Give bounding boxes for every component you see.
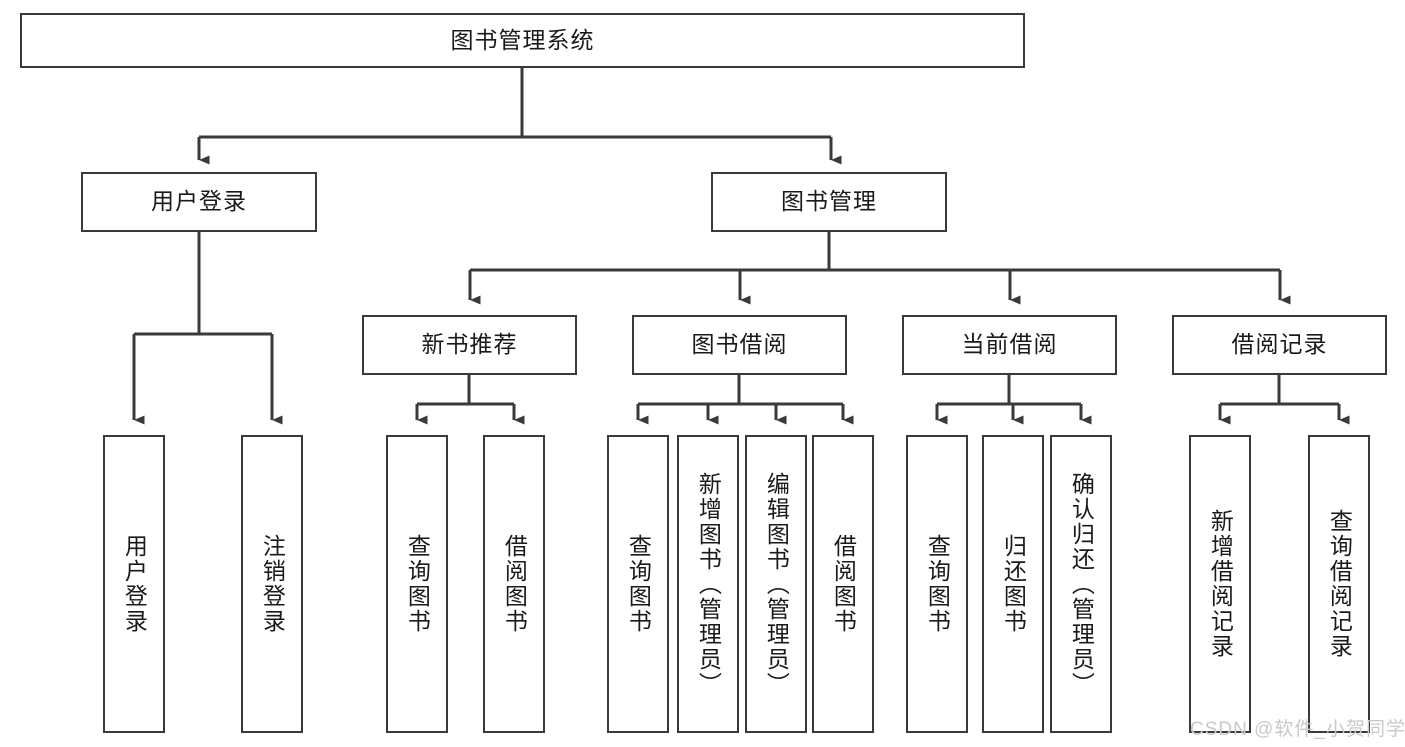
leaf-confirm-return-admin[interactable]: 确认归还（管理员） xyxy=(1050,435,1112,733)
edge-group-user-login xyxy=(132,232,283,425)
leaf-user-login-label: 用户登录 xyxy=(121,534,148,634)
node-current-borrow[interactable]: 当前借阅 xyxy=(902,315,1117,375)
leaf-query-book-recommend-label: 查询图书 xyxy=(404,534,431,634)
leaf-query-borrow-record-label: 查询借阅记录 xyxy=(1326,509,1353,659)
leaf-logout-login-label: 注销登录 xyxy=(259,534,286,634)
leaf-query-borrow-record[interactable]: 查询借阅记录 xyxy=(1308,435,1370,733)
leaf-add-book-admin-label: 新增图书（管理员） xyxy=(695,471,722,697)
edge-group-book-manage xyxy=(468,232,1291,305)
edge-group-borrow-record xyxy=(1218,375,1350,425)
leaf-query-book-current-label: 查询图书 xyxy=(924,534,951,634)
edge-group-new-book-rec xyxy=(415,375,525,425)
node-root[interactable]: 图书管理系统 xyxy=(20,13,1025,68)
leaf-logout-login[interactable]: 注销登录 xyxy=(241,435,303,733)
node-user-login-label: 用户登录 xyxy=(151,188,247,215)
leaf-return-book-label: 归还图书 xyxy=(1000,534,1027,634)
edge-group-root xyxy=(197,68,842,165)
leaf-borrow-book-label: 借阅图书 xyxy=(830,534,857,634)
node-book-manage-label: 图书管理 xyxy=(781,188,877,215)
node-book-borrow[interactable]: 图书借阅 xyxy=(632,315,847,375)
leaf-return-book[interactable]: 归还图书 xyxy=(982,435,1044,733)
node-new-book-recommend[interactable]: 新书推荐 xyxy=(362,315,577,375)
leaf-query-book-borrow[interactable]: 查询图书 xyxy=(607,435,669,733)
edge-group-current-borrow xyxy=(935,375,1092,425)
edge-group-book-borrow xyxy=(636,375,854,425)
node-current-borrow-label: 当前借阅 xyxy=(961,331,1058,358)
node-borrow-record-label: 借阅记录 xyxy=(1231,331,1328,358)
node-book-borrow-label: 图书借阅 xyxy=(691,331,788,358)
leaf-query-book-borrow-label: 查询图书 xyxy=(625,534,652,634)
leaf-add-borrow-record[interactable]: 新增借阅记录 xyxy=(1189,435,1251,733)
leaf-add-book-admin[interactable]: 新增图书（管理员） xyxy=(677,435,739,733)
leaf-query-book-current[interactable]: 查询图书 xyxy=(906,435,968,733)
leaf-edit-book-admin[interactable]: 编辑图书（管理员） xyxy=(745,435,807,733)
node-user-login[interactable]: 用户登录 xyxy=(81,172,317,232)
leaf-user-login[interactable]: 用户登录 xyxy=(103,435,165,733)
leaf-borrow-book-recommend[interactable]: 借阅图书 xyxy=(483,435,545,733)
leaf-borrow-book[interactable]: 借阅图书 xyxy=(812,435,874,733)
node-root-label: 图书管理系统 xyxy=(450,26,595,53)
leaf-query-book-recommend[interactable]: 查询图书 xyxy=(386,435,448,733)
node-new-book-recommend-label: 新书推荐 xyxy=(421,331,518,358)
leaf-edit-book-admin-label: 编辑图书（管理员） xyxy=(763,471,790,697)
leaf-add-borrow-record-label: 新增借阅记录 xyxy=(1207,509,1234,659)
node-book-manage[interactable]: 图书管理 xyxy=(711,172,947,232)
csdn-watermark: CSDN @软件_小贺同学 xyxy=(1190,719,1405,740)
node-borrow-record[interactable]: 借阅记录 xyxy=(1172,315,1387,375)
leaf-borrow-book-recommend-label: 借阅图书 xyxy=(501,534,528,634)
leaf-confirm-return-admin-label: 确认归还（管理员） xyxy=(1068,471,1095,697)
